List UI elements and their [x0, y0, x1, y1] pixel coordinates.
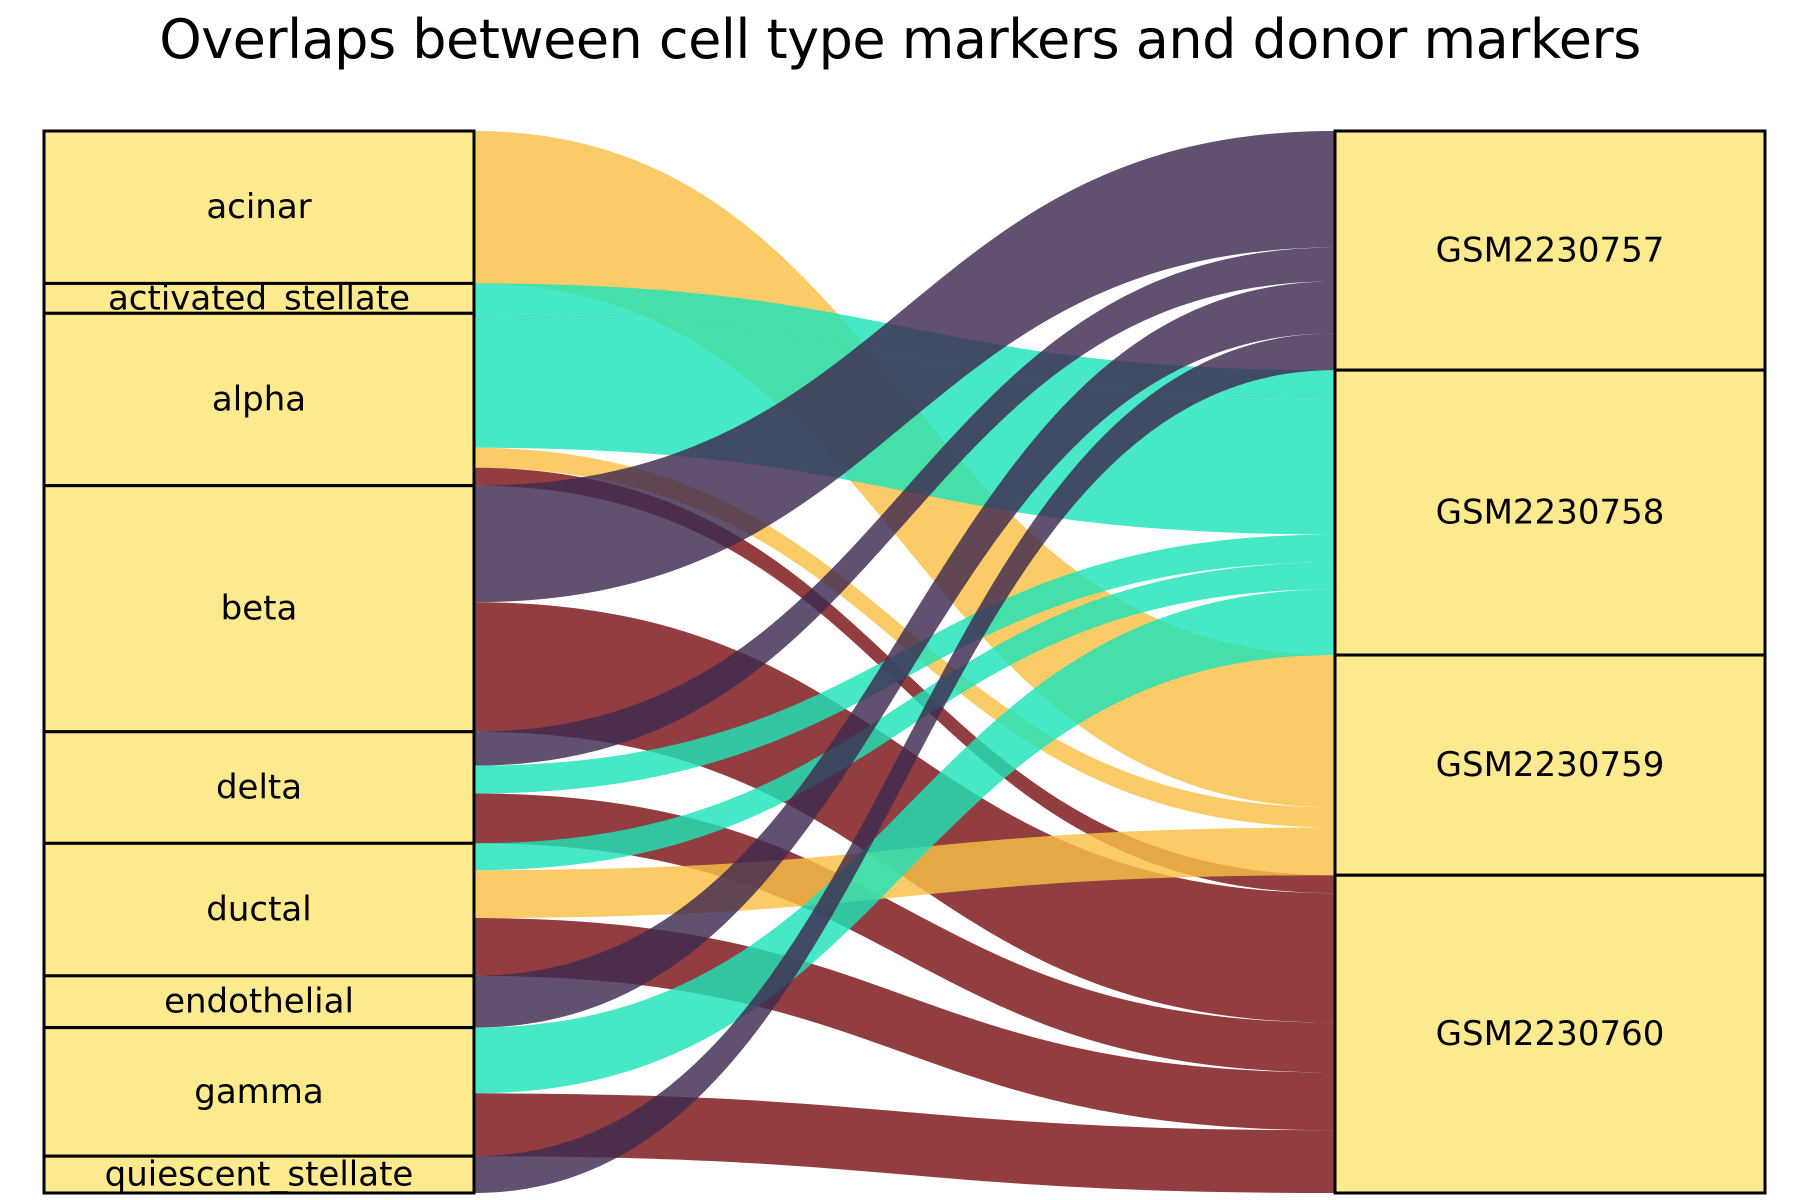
node-label-gamma: gamma: [194, 1072, 324, 1112]
node-acinar: acinar: [42, 129, 476, 285]
node-rect-GSM2230758: [1333, 368, 1767, 657]
node-label-delta: delta: [216, 768, 302, 808]
node-beta: beta: [42, 484, 476, 734]
node-label-GSM2230760: GSM2230760: [1436, 1014, 1665, 1054]
node-endothelial: endothelial: [42, 974, 476, 1030]
link-beta-to-GSM2230757: [474, 131, 1335, 603]
node-label-beta: beta: [221, 589, 298, 629]
link-gamma-to-GSM2230760: [474, 1093, 1335, 1193]
node-rect-acinar: [42, 129, 476, 285]
node-label-endothelial: endothelial: [164, 982, 354, 1022]
node-rect-GSM2230759: [1333, 653, 1767, 877]
node-ductal: ductal: [42, 841, 476, 978]
node-quiescent_stellate: quiescent_stellate: [42, 1154, 476, 1195]
node-label-GSM2230757: GSM2230757: [1436, 231, 1665, 271]
node-label-GSM2230759: GSM2230759: [1436, 745, 1665, 785]
node-label-acinar: acinar: [206, 187, 311, 227]
node-rect-quiescent_stellate: [42, 1154, 476, 1195]
node-rect-delta: [42, 730, 476, 845]
chart-title: Overlaps between cell type markers and d…: [159, 8, 1641, 71]
node-label-activated_stellate: activated_stellate: [108, 278, 410, 318]
node-label-alpha: alpha: [212, 379, 306, 419]
node-rect-beta: [42, 484, 476, 734]
node-delta: delta: [42, 730, 476, 845]
node-label-GSM2230758: GSM2230758: [1436, 493, 1665, 533]
node-label-quiescent_stellate: quiescent_stellate: [105, 1155, 414, 1195]
node-GSM2230758: GSM2230758: [1333, 368, 1767, 657]
node-rect-endothelial: [42, 974, 476, 1030]
link-delta-to-GSM2230760: [474, 793, 1335, 1073]
node-GSM2230757: GSM2230757: [1333, 129, 1767, 372]
link-quiescent_stellate-to-GSM2230757: [474, 333, 1335, 1193]
node-gamma: gamma: [42, 1026, 476, 1158]
node-GSM2230760: GSM2230760: [1333, 873, 1767, 1195]
node-rect-GSM2230757: [1333, 129, 1767, 372]
node-alpha: alpha: [42, 311, 476, 488]
sankey-links: [474, 131, 1335, 1193]
link-gamma-to-GSM2230758: [474, 589, 1335, 1094]
link-endothelial-to-GSM2230757: [474, 281, 1335, 1028]
link-ductal-to-GSM2230760: [474, 918, 1335, 1131]
link-delta-to-GSM2230757: [474, 247, 1335, 766]
link-ductal-to-GSM2230758: [474, 562, 1335, 871]
node-rect-GSM2230760: [1333, 873, 1767, 1195]
node-GSM2230759: GSM2230759: [1333, 653, 1767, 877]
node-label-ductal: ductal: [206, 890, 311, 930]
node-rect-ductal: [42, 841, 476, 978]
